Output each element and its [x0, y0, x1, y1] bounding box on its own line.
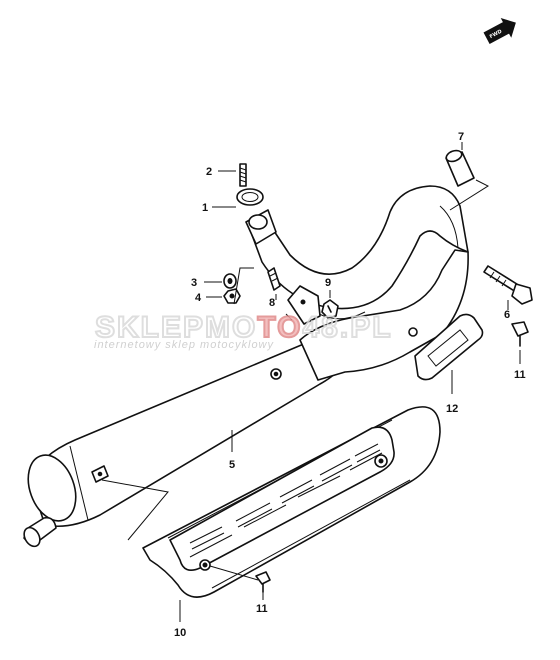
heat-shield-part [142, 406, 441, 598]
label-part-4: 4 [195, 292, 202, 304]
mount-stud-part [267, 267, 281, 291]
label-part-3: 3 [191, 277, 197, 289]
label-part-2: 2 [206, 166, 212, 178]
label-part-9: 9 [325, 277, 331, 289]
leader-lines [101, 142, 521, 622]
label-part-6: 6 [504, 309, 510, 321]
label-part-11-bottom: 11 [256, 603, 268, 615]
long-bolt-part [483, 265, 533, 305]
label-part-12: 12 [446, 403, 458, 415]
nut-part [223, 288, 241, 304]
watermark-brand-accent: TO [257, 311, 302, 344]
label-part-7: 7 [458, 131, 464, 143]
forward-direction-icon: FWD [483, 18, 516, 44]
svg-text:SKLEPMOTO48.PL: SKLEPMOTO48.PL [95, 311, 393, 344]
label-part-1: 1 [202, 202, 208, 214]
muffler-part [23, 337, 346, 548]
screw-part-right [511, 321, 529, 347]
cushion-part [445, 149, 475, 187]
fwd-label: FWD [489, 29, 503, 40]
gasket-ring-part [236, 188, 264, 206]
watermark-brand-left: SKLEPMO [95, 311, 257, 344]
label-part-5: 5 [229, 459, 235, 471]
stud-bolt-part [239, 163, 247, 187]
gasket-plate-part [408, 313, 484, 381]
watermark: SKLEPMOTO48.PL internetowy sklep motocyk… [94, 310, 393, 351]
label-part-11-right: 11 [514, 369, 526, 381]
mount-bolt-part [321, 299, 339, 319]
label-part-8: 8 [269, 297, 275, 309]
watermark-tagline: internetowy sklep motocyklowy [94, 339, 275, 351]
washer-part [223, 273, 237, 289]
exhaust-pipe-part [245, 185, 469, 381]
screw-part-bottom [255, 571, 271, 593]
label-part-10: 10 [174, 627, 186, 639]
watermark-brand-right: 48.PL [302, 311, 392, 344]
